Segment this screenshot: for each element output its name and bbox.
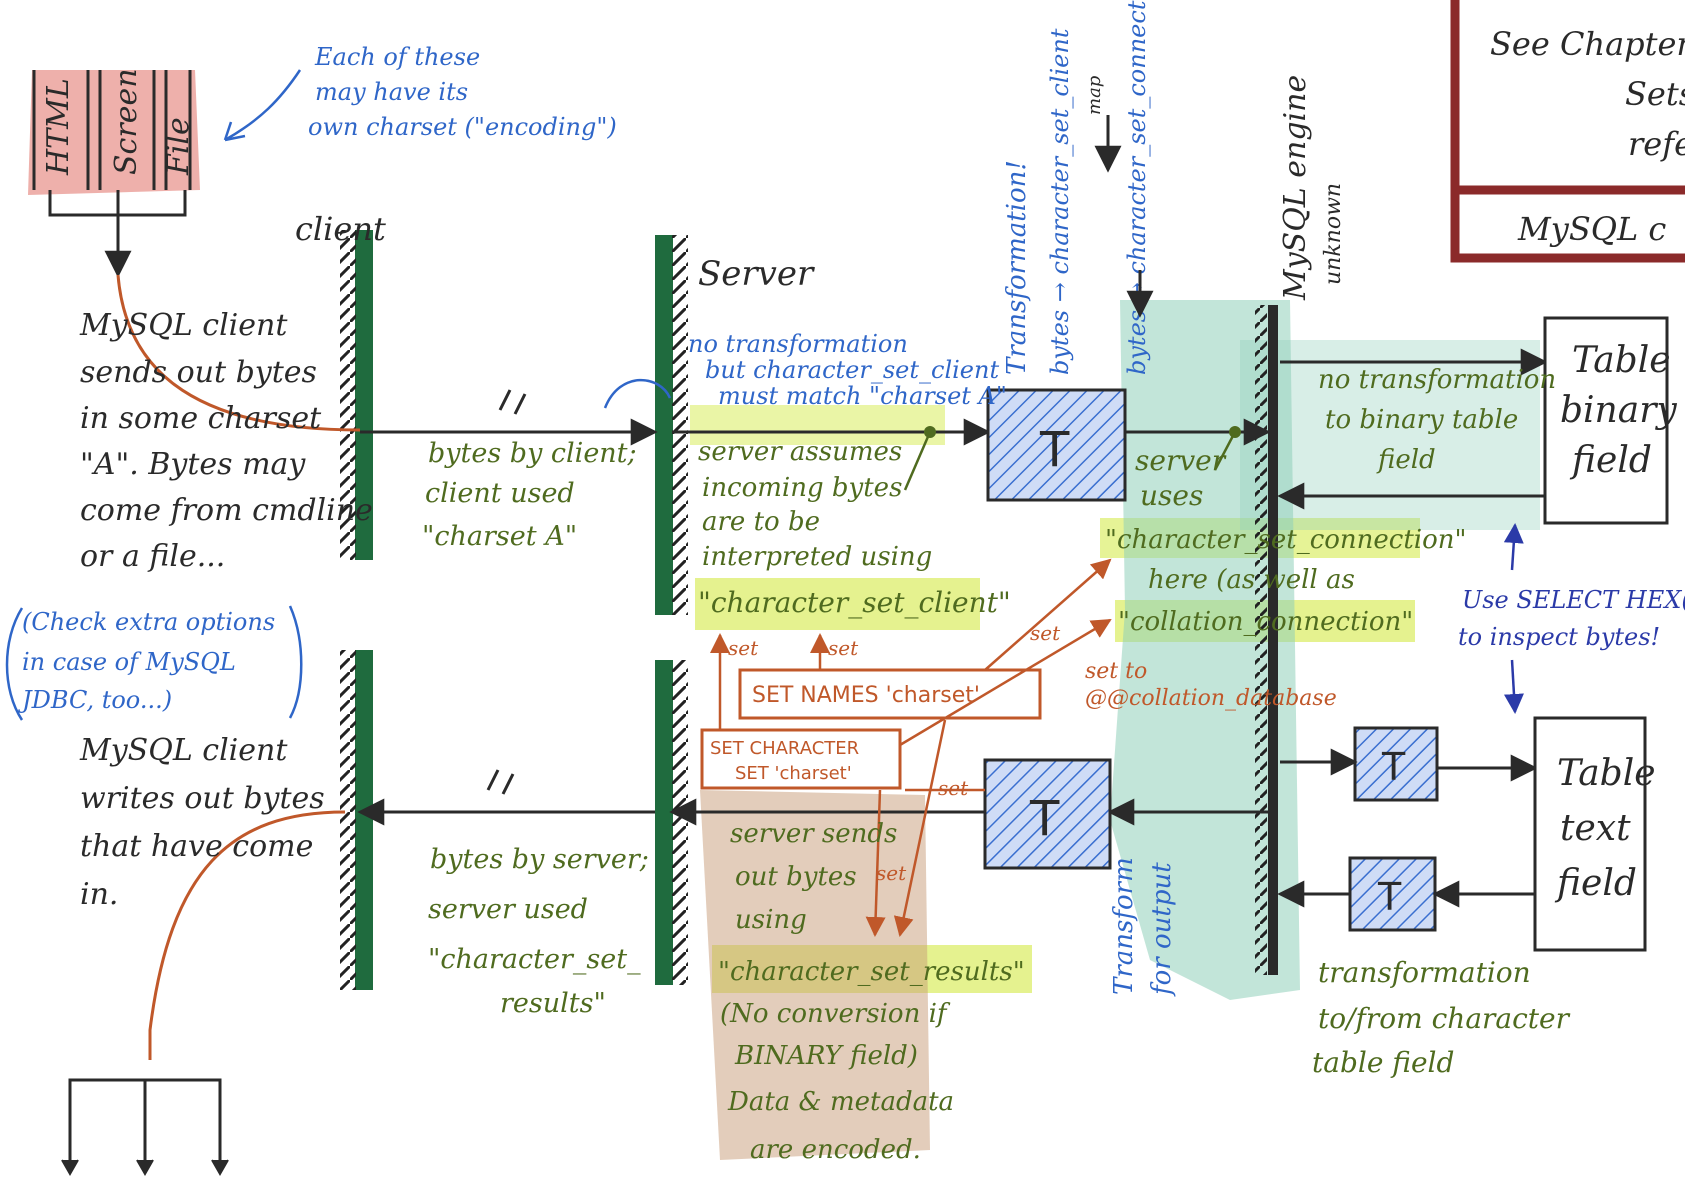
transform-box-to-text: T xyxy=(1353,726,1439,802)
svg-text:set set set set: set set set set set xyxy=(728,621,1067,885)
bytes-by-server-note: bytes by server; server used "character_… xyxy=(428,844,658,1019)
source-merge-lines xyxy=(48,190,187,275)
svg-text:SET CHARACTER SET 'chars: SET CHARACTER SET 'charset' xyxy=(710,738,865,784)
charset-connection-note: "character_set_connection" here (as well… xyxy=(1105,525,1475,595)
server-bar-top xyxy=(655,235,673,615)
pink-source-wash xyxy=(28,70,200,195)
transformation-char-note: transformation to/from character table f… xyxy=(1312,956,1578,1079)
svg-text:T: T xyxy=(1039,422,1070,478)
transform-box-output: T xyxy=(983,758,1112,870)
server-column-label: Server xyxy=(698,254,815,294)
bottom-wire xyxy=(61,769,1268,1177)
teal-engine-wash xyxy=(1110,300,1300,1000)
transformation-heading: Transformation! bytes → character_set_cl… xyxy=(1002,0,1154,375)
top-wire xyxy=(116,274,1271,491)
set-label-5: set xyxy=(876,861,907,885)
transform-box-from-text: T xyxy=(1348,856,1437,932)
chapter-reference-box: See Chapter Sets refe MySQL c xyxy=(1450,0,1685,263)
svg-text:Transform: Transform xyxy=(1109,857,1139,995)
transform-output-label: Transform for output xyxy=(1109,857,1177,997)
svg-text:for output: for output xyxy=(1147,862,1177,997)
table-binary-field: Table binary field xyxy=(1543,316,1685,525)
engine-column-label: MySQL engine xyxy=(1278,75,1313,301)
set-arrows xyxy=(710,558,1112,937)
svg-text:T: T xyxy=(1377,875,1402,919)
charset-results-note: "character_set_results" (No conversion i… xyxy=(718,957,1033,1165)
set-label-4: set xyxy=(938,776,969,800)
svg-text:(Check extra options in: (Check extra options in case of MySQL JD… xyxy=(17,608,283,714)
no-transform-binary-note: no transformation to binary table field xyxy=(1318,365,1564,475)
client-out-note: MySQL client sends out bytes in some cha… xyxy=(79,308,382,574)
source-note-arrow xyxy=(224,69,302,142)
set-label-1: set xyxy=(728,636,759,660)
source-file: File xyxy=(161,117,196,176)
svg-text:SET NAMES 'charset': SET NAMES 'charset' xyxy=(752,683,980,708)
svg-text:Use SELECT HEX() to insp: Use SELECT HEX() to inspect bytes! xyxy=(1458,586,1685,651)
jdbc-note: (Check extra options in case of MySQL JD… xyxy=(5,605,303,721)
engine-bar xyxy=(1268,305,1278,975)
set-character-set-box: SET CHARACTER SET 'charset' xyxy=(700,728,902,790)
client-in-note: MySQL client writes out bytes that have … xyxy=(79,733,334,912)
client-in-curve xyxy=(148,810,346,1060)
client-column-label: client xyxy=(295,210,386,248)
source-html: HTML xyxy=(41,78,76,176)
engine-table-wires xyxy=(1277,348,1548,908)
set-label-2: set xyxy=(828,636,859,660)
no-transform-arc xyxy=(603,378,672,409)
server-uses-note: server uses xyxy=(1135,444,1234,512)
set-label-3: set xyxy=(1030,621,1061,645)
set-names-box: SET NAMES 'charset' xyxy=(738,668,1042,720)
source-group: HTML Screen File Each of these may have … xyxy=(32,43,617,275)
svg-text:Table binary field: Table binary field xyxy=(1560,340,1685,481)
set-to-collation-note: set to @@collation_database xyxy=(1085,659,1337,711)
select-hex-note: Use SELECT HEX() to inspect bytes! xyxy=(1458,523,1685,714)
svg-text:T: T xyxy=(1029,791,1060,847)
server-assumes-note: server assumes incoming bytes are to be … xyxy=(698,437,932,572)
server-no-transform-note: no transformation but character_set_clie… xyxy=(688,330,1007,410)
client-out-curve xyxy=(116,274,361,432)
transform-box-input: T xyxy=(986,388,1127,502)
svg-text:Transformation!: Transformation! xyxy=(1002,160,1032,375)
svg-text:bytes → character_set_connecti: bytes → character_set_connection xyxy=(1123,0,1151,375)
svg-text:T: T xyxy=(1381,745,1406,789)
svg-text:bytes → character_set_client: bytes → character_set_client xyxy=(1046,28,1074,375)
yellow-wash-charset-client xyxy=(695,578,980,630)
svg-text:See Chapter Sets r: See Chapter Sets refe MySQL c xyxy=(1490,25,1685,248)
server-sends-note: server sends out bytes using xyxy=(730,819,906,935)
brown-results-wash xyxy=(700,790,930,1160)
svg-text:Table text field: Table text field xyxy=(1554,753,1667,904)
svg-text:map: map xyxy=(1084,75,1105,115)
charset-client-label: "character_set_client" xyxy=(698,586,1011,619)
bytes-by-client-note: bytes by client; client used "charset A" xyxy=(422,438,645,552)
source-note: Each of these may have its own charset (… xyxy=(308,43,617,141)
engine-unknown-label: unknown xyxy=(1321,183,1346,285)
yellow-wash-client-interp xyxy=(690,405,945,445)
table-text-field: Table text field xyxy=(1533,716,1667,952)
output-fanout xyxy=(68,1078,222,1170)
source-screen: Screen xyxy=(109,68,144,175)
collation-connection-label: "collation_connection" xyxy=(1118,607,1413,637)
column-bars: client Server MySQL engine unknown xyxy=(295,75,1346,990)
client-bar-bottom xyxy=(355,650,373,990)
client-bar-top xyxy=(355,230,373,560)
server-bar-bottom xyxy=(655,660,673,985)
